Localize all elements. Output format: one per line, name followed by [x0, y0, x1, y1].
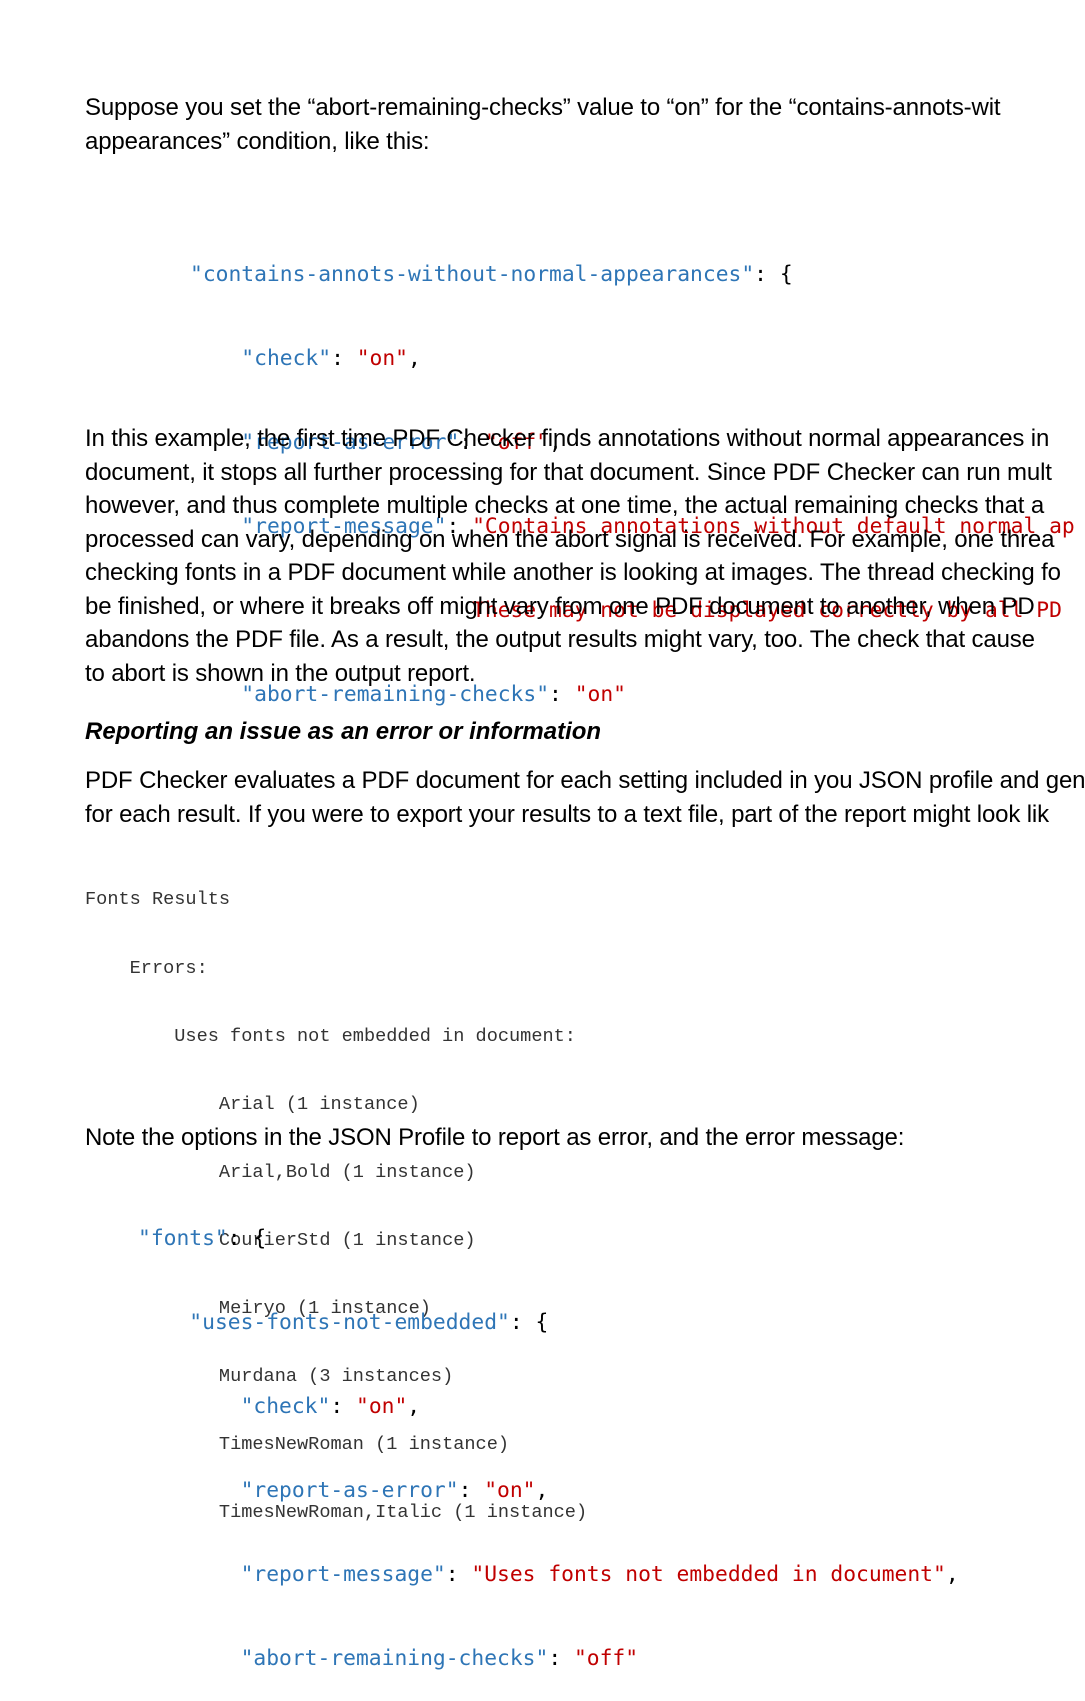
code-block-abort-example: "contains-annots-without-normal-appearan… [190, 262, 1075, 707]
explanation-line: In this example, the first time PDF Chec… [85, 425, 1050, 452]
note-line: Note the options in the JSON Profile to … [85, 1124, 905, 1151]
json-key: "report-message" [241, 514, 447, 539]
json-key: "uses-fonts-not-embedded" [189, 1310, 510, 1335]
explanation-paragraph: In this example, the first time PDF Chec… [85, 422, 1061, 690]
json-value: "off" [573, 1646, 639, 1671]
explanation-line: document, it stops all further processin… [85, 458, 1052, 486]
explanation-line: be finished, or where it breaks off migh… [85, 592, 1035, 620]
json-key: "fonts" [138, 1226, 228, 1251]
reporting-line: PDF Checker evaluates a PDF document for… [85, 767, 1085, 794]
json-key: "check" [241, 346, 332, 371]
json-punct: : { [509, 1310, 549, 1335]
json-value: "on" [356, 1394, 408, 1419]
note-paragraph: Note the options in the JSON Profile to … [85, 1121, 904, 1155]
report-condition: Uses fonts not embedded in document: [174, 1025, 576, 1047]
report-font-item: Arial,Bold (1 instance) [218, 1161, 476, 1183]
report-errors-label: Errors: [129, 957, 208, 979]
json-punct: : { [754, 262, 793, 287]
explanation-line: processed can vary, depending on when th… [85, 525, 1055, 553]
json-key: "abort-remaining-checks" [241, 682, 550, 707]
json-key: "abort-remaining-checks" [240, 1646, 549, 1671]
explanation-line: checking fonts in a PDF document while a… [85, 559, 1061, 586]
code-block-fonts-profile: "fonts": { "uses-fonts-not-embedded": { … [138, 1226, 959, 1671]
intro-paragraph: Suppose you set the “abort-remaining-che… [85, 91, 1001, 158]
json-value: "off" [484, 430, 550, 455]
report-font-item: CourierStd (1 instance) [218, 1229, 476, 1251]
json-value: "on" [484, 1478, 536, 1503]
section-heading: Reporting an issue as an error or inform… [85, 718, 602, 745]
json-key: "check" [240, 1394, 331, 1419]
intro-line: Suppose you set the “abort-remaining-che… [85, 94, 1001, 121]
explanation-line: to abort is shown in the output report. [85, 659, 476, 687]
report-font-item: Meiryo (1 instance) [218, 1297, 431, 1319]
json-value: "on" [356, 346, 409, 371]
json-key: "contains-annots-without-normal-appearan… [190, 262, 755, 287]
json-value: These may not be displayed correctly by … [472, 598, 1062, 623]
json-key: "report-message" [240, 1562, 446, 1587]
json-key: "report-as-error" [241, 430, 460, 455]
json-value: "Uses fonts not embedded in document" [471, 1562, 946, 1587]
json-value: "Contains annotations without default no… [472, 514, 1075, 539]
json-key: "report-as-error" [240, 1478, 459, 1503]
reporting-line: for each result. If you were to export y… [85, 800, 1049, 828]
json-value: "on" [574, 682, 626, 707]
intro-line: appearances” condition, like this: [85, 127, 430, 155]
json-punct: : { [227, 1226, 267, 1251]
report-title: Fonts Results [85, 889, 231, 911]
report-font-item: Arial (1 instance) [218, 1093, 420, 1115]
explanation-line: abandons the PDF file. As a result, the … [85, 626, 1035, 653]
reporting-paragraph: PDF Checker evaluates a PDF document for… [85, 764, 1085, 831]
explanation-line: however, and thus complete multiple chec… [85, 492, 1045, 519]
